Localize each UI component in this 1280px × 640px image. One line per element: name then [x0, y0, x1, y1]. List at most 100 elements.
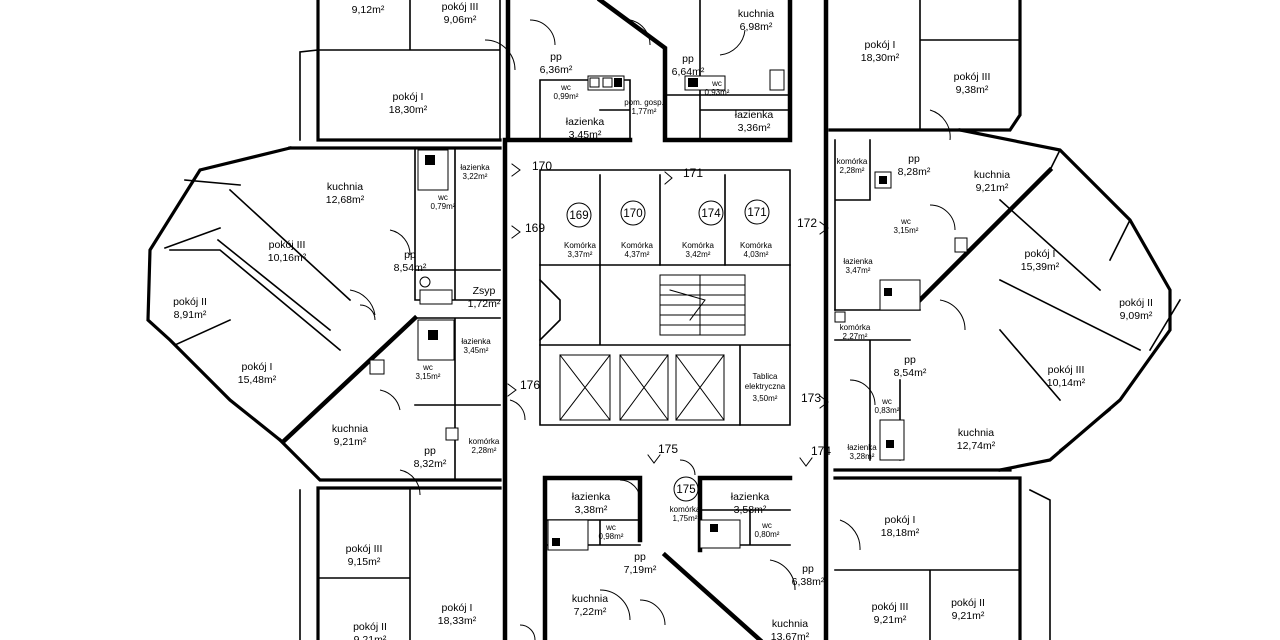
room-br-p2: pokój II9,21m²: [951, 597, 985, 622]
entry-number-172: 172: [797, 216, 817, 230]
room-area: 10,16m²: [268, 252, 307, 264]
room-area: 8,54m²: [394, 262, 427, 274]
room-l-wc: wc0,79m²: [431, 193, 456, 211]
room-name: pp: [634, 551, 646, 563]
room-name: pokój II: [173, 296, 207, 308]
room-name: łazienka: [843, 257, 873, 266]
room-area: 3,45m²: [569, 129, 602, 141]
room-name: wc: [900, 217, 911, 226]
room-area: 4,37m²: [625, 250, 650, 259]
room-b-wc1: wc0,98m²: [599, 523, 624, 541]
room-r-p2: pokój II9,09m²: [1119, 297, 1153, 322]
room-name-word: elektryczna: [745, 382, 786, 391]
room-rl-wc: wc0,83m²: [875, 397, 900, 415]
circle-number-169: 169: [569, 210, 588, 222]
walls: [146, 0, 1182, 640]
room-name: kuchnia: [332, 423, 368, 435]
room-name: pp: [904, 354, 916, 366]
entry-number-169: 169: [525, 221, 545, 235]
room-name: komórka: [670, 505, 701, 514]
room-l-p1: pokój I15,48m²: [238, 361, 277, 386]
room-area: 8,28m²: [898, 166, 931, 178]
room-br-p1: pokój I18,18m²: [881, 514, 920, 539]
room-area: 12,74m²: [957, 440, 996, 452]
room-name: pokój I: [242, 361, 273, 373]
entry-number-174: 174: [811, 444, 831, 458]
room-area: 6,36m²: [540, 64, 573, 76]
room-tc-pp: pp6,64m²: [672, 53, 705, 78]
room-area: 7,19m²: [624, 564, 657, 576]
room-area: 9,15m²: [348, 556, 381, 568]
room-b-wc2: wc0,80m²: [755, 521, 780, 539]
room-area: 6,38m²: [792, 576, 825, 588]
room-area: 8,91m²: [174, 309, 207, 321]
room-name: pokój III: [954, 71, 991, 83]
room-name: pp: [682, 53, 694, 65]
room-name: wc: [605, 523, 616, 532]
room-area: 3,36m²: [738, 122, 771, 134]
room-area: 3,42m²: [686, 250, 711, 259]
room-area: 8,32m²: [414, 458, 447, 470]
room-r-wc: wc3,15m²: [894, 217, 919, 235]
room-tc-wc: wc0,93m²: [705, 79, 730, 97]
room-name: łazienka: [572, 491, 611, 503]
room-area: 3,38m²: [575, 504, 608, 516]
building-core: [538, 274, 746, 421]
room-area: 9,38m²: [956, 84, 989, 96]
room-rl-pp: pp8,54m²: [894, 354, 927, 379]
room-name: Komórka: [564, 241, 597, 250]
room-name: pokój I: [885, 514, 916, 526]
room-l-p2: pokój II8,91m²: [173, 296, 207, 321]
room-area: 3,28m²: [850, 452, 875, 461]
room-l-pp: pp8,54m²: [394, 249, 427, 274]
room-bl-p1: pokój I18,33m²: [438, 602, 477, 627]
room-name: pokój II: [951, 597, 985, 609]
room-area: 9,21m²: [354, 634, 387, 640]
room-name: komórka: [469, 437, 500, 446]
room-area: 6,98m²: [740, 21, 773, 33]
door-swings: [349, 19, 966, 640]
room-name: pp: [908, 153, 920, 165]
room-name: kuchnia: [572, 593, 608, 605]
room-area: 9,21m²: [334, 436, 367, 448]
room-area: 9,06m²: [444, 14, 477, 26]
room-name: pokój III: [269, 239, 306, 251]
room-tl-p1: pokój I18,30m²: [389, 91, 428, 116]
room-area: 18,30m²: [861, 52, 900, 64]
room-name: Komórka: [621, 241, 654, 250]
entry-number-171: 171: [683, 166, 703, 180]
room-area: 13,67m²: [771, 631, 810, 640]
room-r-p1: pokój I15,39m²: [1021, 248, 1060, 273]
circled-numbers: 169 170 174 171 175: [566, 199, 770, 502]
room-area: 1,75m²: [673, 514, 698, 523]
circle-number-174: 174: [701, 208, 721, 220]
room-area: 3,37m²: [568, 250, 593, 259]
room-area: 9,09m²: [1120, 310, 1153, 322]
room-name: łazienka: [461, 337, 491, 346]
room-name: Komórka: [740, 241, 773, 250]
room-name: Zsyp: [473, 285, 496, 297]
room-area: 9,12m²: [352, 4, 385, 16]
entry-number-176: 176: [520, 378, 540, 392]
room-area: 18,33m²: [438, 615, 477, 627]
room-name: kuchnia: [974, 169, 1010, 181]
room-name: łazienka: [731, 491, 770, 503]
room-ll-wc: wc3,15m²: [416, 363, 441, 381]
